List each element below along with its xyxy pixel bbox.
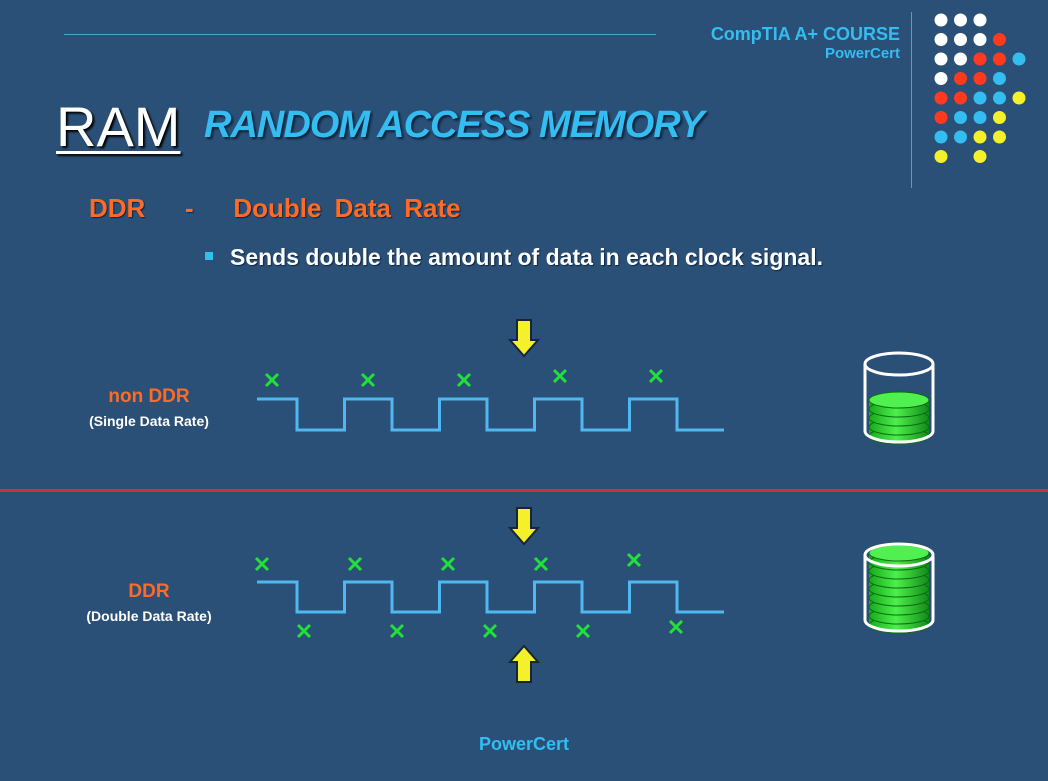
decorative-dot [954, 13, 967, 27]
decorative-dot [934, 130, 948, 144]
decorative-dot [934, 13, 948, 27]
section-heading: DDR - Double Data Rate [89, 193, 461, 223]
x-mark-icon [264, 372, 280, 388]
ddr-storage-cylinder-icon [863, 542, 935, 634]
decorative-dot [954, 72, 967, 85]
x-mark-icon [347, 556, 363, 572]
x-mark-icon [626, 552, 642, 568]
x-mark-icon [552, 368, 568, 384]
decorative-dot [993, 91, 1006, 105]
bullet-icon [205, 252, 213, 260]
ddr-sublabel: (Double Data Rate) [86, 608, 212, 624]
x-mark-icon [360, 372, 376, 388]
decorative-dot [934, 33, 948, 46]
decorative-dot [934, 111, 948, 124]
non-ddr-data-markers [264, 368, 664, 388]
header-vertical-rule [911, 12, 912, 188]
decorative-dot [973, 150, 987, 163]
ddr-label: DDR [128, 581, 170, 602]
course-header: CompTIA A+ COURSE PowerCert [640, 24, 900, 64]
non-ddr-label: non DDR [108, 386, 190, 407]
non-ddr-sublabel: (Single Data Rate) [89, 413, 209, 429]
x-mark-icon [254, 556, 270, 572]
decorative-dot [973, 130, 987, 144]
x-mark-icon [456, 372, 472, 388]
non-ddr-storage-cylinder-icon [863, 351, 935, 445]
x-mark-icon [389, 623, 405, 639]
decorative-dot [993, 33, 1006, 46]
decorative-dot [954, 91, 967, 105]
decorative-dot-grid [934, 13, 1026, 163]
decorative-dot [954, 111, 967, 124]
header-rule [64, 34, 656, 35]
course-title: CompTIA A+ COURSE [710, 24, 900, 44]
footer-brand: PowerCert [478, 734, 570, 754]
decorative-dot [993, 52, 1006, 66]
up-arrow-icon [507, 644, 541, 683]
decorative-dot [993, 72, 1006, 85]
ddr-data-markers [254, 552, 684, 639]
x-mark-icon [482, 623, 498, 639]
down-arrow-icon [507, 319, 541, 358]
x-mark-icon [296, 623, 312, 639]
decorative-dot [973, 91, 987, 105]
x-mark-icon [533, 556, 549, 572]
decorative-dot [973, 111, 987, 124]
decorative-dot [954, 130, 967, 144]
non-ddr-clock-signal [257, 397, 724, 432]
x-mark-icon [648, 368, 664, 384]
down-arrow-icon [507, 507, 541, 546]
ddr-clock-signal [257, 580, 724, 614]
x-mark-icon [440, 556, 456, 572]
decorative-dot [993, 130, 1006, 144]
decorative-dot [954, 52, 967, 66]
decorative-dot [993, 111, 1006, 124]
brand-label: PowerCert [824, 45, 900, 62]
decorative-dot [934, 91, 948, 105]
x-mark-icon [668, 619, 684, 635]
page-title-full: RANDOM ACCESS MEMORY [204, 104, 704, 146]
decorative-dot [1012, 52, 1026, 66]
decorative-dot [973, 13, 987, 27]
decorative-dot [1012, 91, 1026, 105]
decorative-dot [934, 150, 948, 163]
decorative-dot [973, 72, 987, 85]
decorative-dot [973, 52, 987, 66]
decorative-dot [973, 33, 987, 46]
x-mark-icon [575, 623, 591, 639]
decorative-dot [954, 33, 967, 46]
decorative-dot [934, 52, 948, 66]
decorative-dot [934, 72, 948, 85]
bullet-text: Sends double the amount of data in each … [230, 244, 823, 270]
page-title-abbr: RAM [56, 95, 181, 158]
section-divider [0, 489, 1048, 492]
